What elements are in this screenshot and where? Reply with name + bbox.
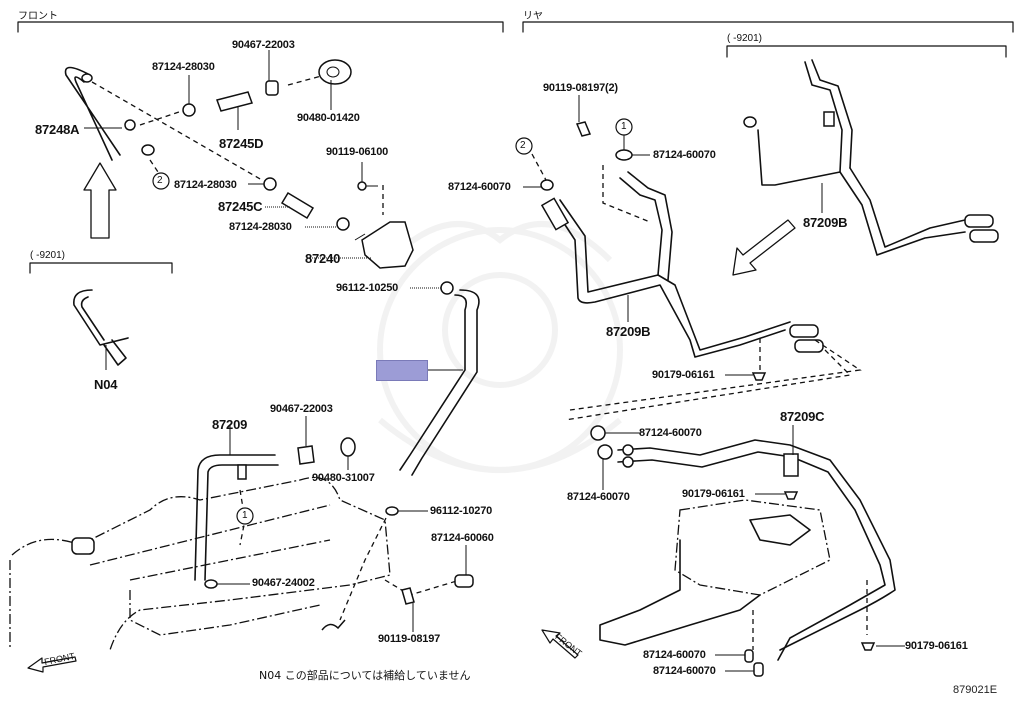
part-label-90119-06100[interactable]: 90119-06100 [326, 146, 389, 158]
part-label-87124-60070[interactable]: 87124-60070 [653, 665, 716, 677]
footnote-n04: N04 この部品については補給していません [259, 669, 471, 682]
clamp-87124-60070-a [615, 135, 650, 161]
part-label-87124-60070[interactable]: 87124-60070 [448, 181, 511, 193]
clamp-87124-28030-b [248, 177, 277, 191]
part-label-87124-60060[interactable]: 87124-60060 [431, 532, 494, 544]
callout-2-rear: 2 [520, 140, 526, 151]
part-label-90119-08197[interactable]: 90119-08197 [378, 633, 441, 645]
watermark-emblem [377, 221, 623, 473]
part-label-90179-06161[interactable]: 90179-06161 [905, 640, 968, 652]
clamp-90467-22003-a [265, 50, 279, 96]
clamp-87124-60060 [454, 545, 474, 588]
rear-range-bracket [726, 45, 1007, 58]
part-label-87124-60070[interactable]: 87124-60070 [653, 149, 716, 161]
part-label-90480-01420[interactable]: 90480-01420 [297, 112, 360, 124]
part-label-90179-06161[interactable]: 90179-06161 [682, 488, 745, 500]
dash-lines-front-top [91, 74, 326, 181]
callout-1-front: 1 [242, 510, 248, 521]
bolt-90119-08197 [321, 587, 415, 632]
clamp-90467-22003-b [297, 416, 315, 465]
hose-87245D [216, 91, 253, 130]
section-title-rear: リヤ [523, 11, 543, 22]
tank-charcoal-canister [599, 499, 868, 650]
part-label-87124-60070[interactable]: 87124-60070 [643, 649, 706, 661]
diagram-code: 879021E [953, 684, 998, 696]
rear-bracket [522, 21, 1014, 33]
hose-highlighted [399, 289, 480, 476]
part-label-87124-28030[interactable]: 87124-28030 [229, 221, 292, 233]
front-range-bracket [29, 262, 173, 274]
up-arrow-icon [83, 162, 117, 239]
clip-90179-06161-b [755, 491, 799, 500]
part-label-87124-28030[interactable]: 87124-28030 [152, 61, 215, 73]
part-label-87124-60070[interactable]: 87124-60070 [567, 491, 630, 503]
front-bracket [17, 21, 504, 33]
clip-90179-06161-c [860, 642, 905, 651]
part-label-90119-08197-qty2[interactable]: 90119-08197(2) [543, 82, 618, 94]
part-label-87124-60070[interactable]: 87124-60070 [639, 427, 702, 439]
bolt-90119-08197-rear [575, 95, 592, 137]
part-label-87209B[interactable]: 87209B [803, 215, 848, 230]
valve-87240 [310, 221, 414, 269]
front-arrow-left-icon [27, 656, 77, 673]
grommet-90480-01420 [318, 59, 352, 110]
part-label-87245C[interactable]: 87245C [218, 199, 263, 214]
part-label-96112-10250[interactable]: 96112-10250 [336, 282, 399, 294]
part-label-90467-24002[interactable]: 90467-24002 [252, 577, 315, 589]
pipe-N04 [73, 289, 129, 370]
front-arrow-right-icon [541, 629, 579, 659]
section-title-front: フロント [18, 11, 58, 22]
part-label-90480-31007[interactable]: 90480-31007 [312, 472, 375, 484]
part-label-96112-10270[interactable]: 96112-10270 [430, 505, 493, 517]
clip-90179-06161-a [725, 372, 767, 381]
range-label-front: ( -9201) [30, 250, 66, 261]
part-label-90467-22003[interactable]: 90467-22003 [270, 403, 333, 415]
bolt-90119-06100 [357, 162, 384, 215]
highlighted-part-box[interactable] [376, 360, 428, 381]
clamp-87124-60070-f [725, 662, 764, 677]
part-label-87209B[interactable]: 87209B [606, 324, 651, 339]
part-label-87124-28030[interactable]: 87124-28030 [174, 179, 237, 191]
callout-circles [152, 118, 633, 525]
clamp-87124-28030-c [305, 217, 350, 231]
clamp-96112-10270 [385, 506, 428, 516]
clamp-87124-60070-b [523, 179, 554, 191]
part-label-90467-22003[interactable]: 90467-22003 [232, 39, 295, 51]
part-label-90179-06161[interactable]: 90179-06161 [652, 369, 715, 381]
part-label-87209[interactable]: 87209 [212, 417, 248, 432]
callout-1-rear: 1 [621, 121, 627, 132]
engine-outline [9, 476, 461, 651]
clamp-87124-60070-e [715, 649, 754, 663]
part-label-87209C[interactable]: 87209C [780, 409, 825, 424]
pipe-87209B-upper [743, 59, 999, 256]
clamp-96112-10250 [410, 281, 454, 295]
pipe-87209 [194, 425, 279, 581]
clamp-87124-28030-a [182, 75, 196, 117]
clamp-87124-60070-d [597, 444, 613, 490]
range-label-rear: ( -9201) [727, 33, 763, 44]
part-label-87245D[interactable]: 87245D [219, 136, 264, 151]
hose-87245C [265, 191, 315, 220]
pipe-87248A [64, 66, 155, 161]
down-left-arrow-icon [732, 219, 796, 276]
callout-2-front: 2 [157, 175, 163, 186]
part-label-87248A[interactable]: 87248A [35, 122, 80, 137]
pipe-87209C [617, 425, 896, 661]
pipe-87209B-lower [531, 153, 862, 421]
part-label-N04[interactable]: N04 [94, 377, 118, 392]
clamp-87124-60070-c [590, 425, 640, 441]
grommet-90480-31007 [340, 437, 356, 470]
part-label-87240[interactable]: 87240 [305, 251, 341, 266]
clip-90467-24002 [204, 579, 250, 589]
